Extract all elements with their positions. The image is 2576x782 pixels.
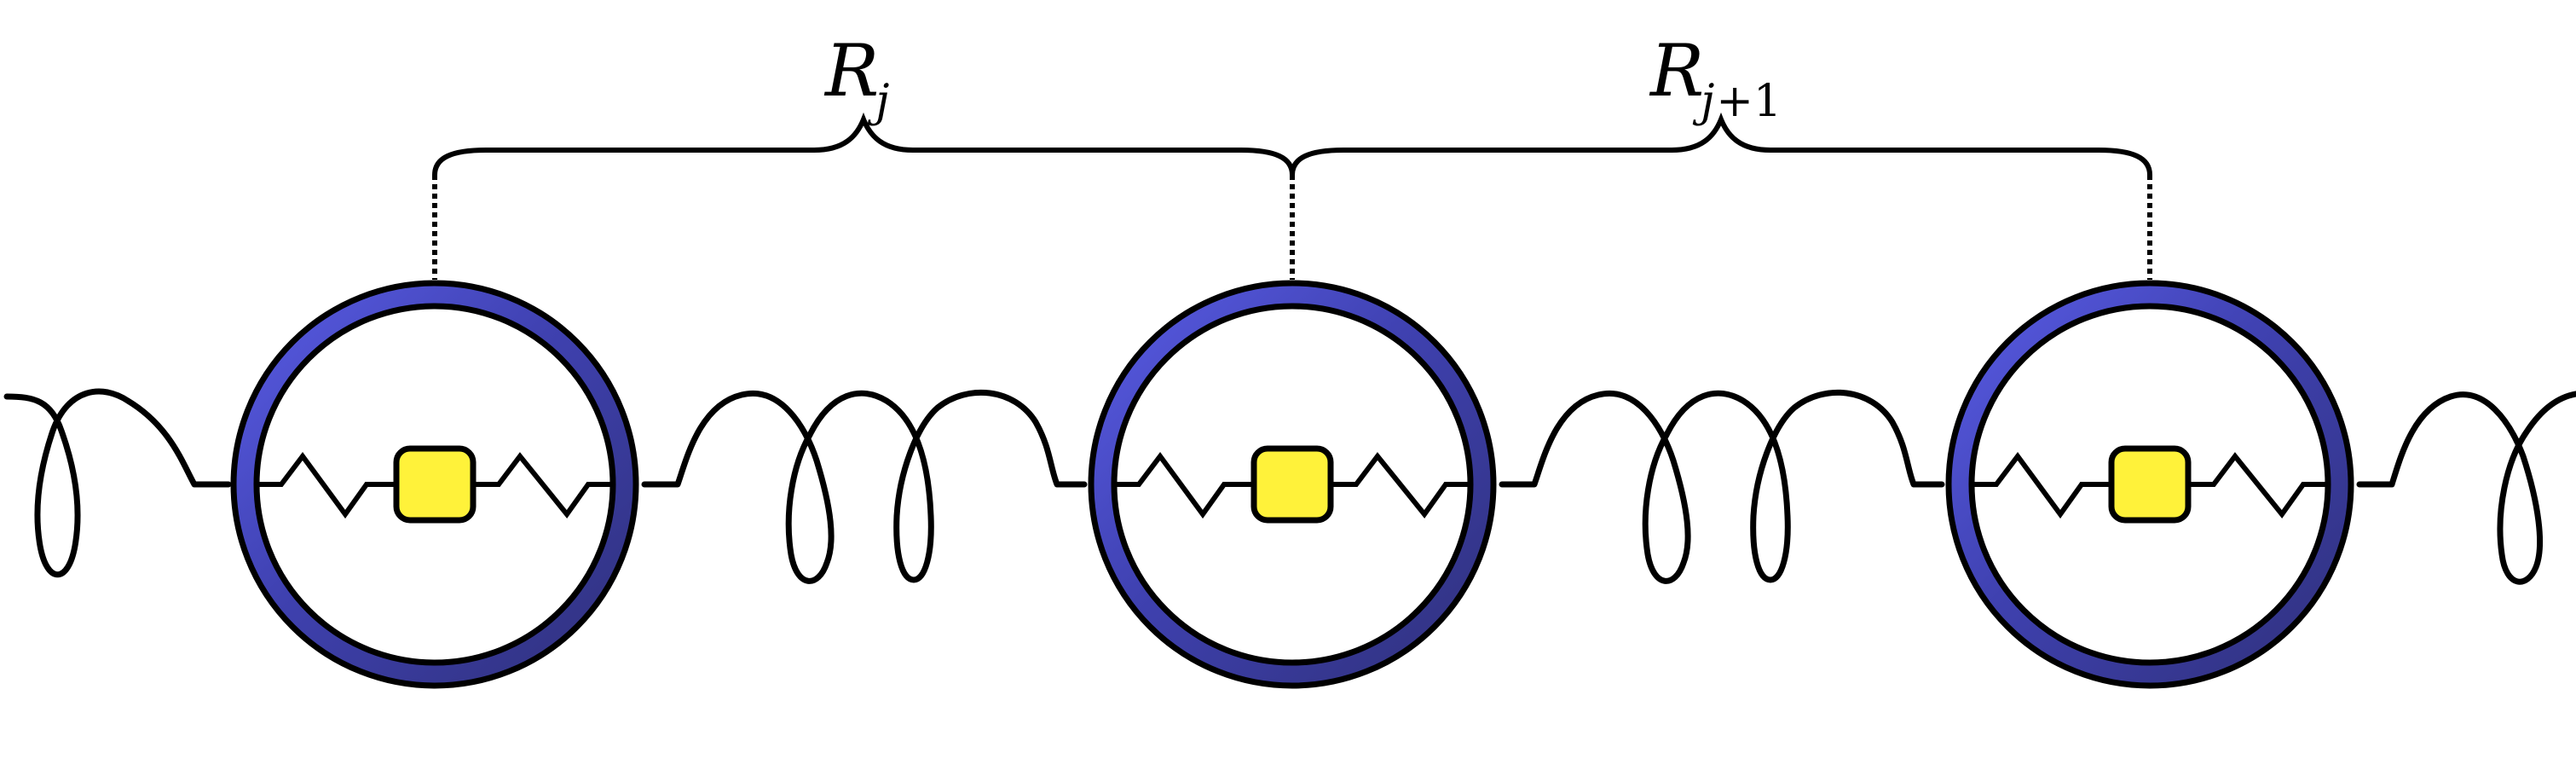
inner-zigzag-spring-2 xyxy=(1114,451,1470,519)
brace-2 xyxy=(1290,112,2152,177)
coil-spring-left-end xyxy=(3,388,232,577)
inner-zigzag-spring-3 xyxy=(1972,451,2328,519)
inner-mass-1 xyxy=(393,445,477,524)
coil-spring-1-2 xyxy=(641,389,1088,584)
coil-springs xyxy=(3,388,2576,585)
inner-mass-3 xyxy=(2108,445,2192,524)
brace-label-2: Rj+1 xyxy=(1649,29,1782,127)
inner-zigzag-spring-1 xyxy=(257,451,613,519)
coil-spring-2-3 xyxy=(1499,389,1945,584)
brace-label-1: Rj xyxy=(823,29,889,127)
brace-1 xyxy=(432,112,1295,177)
inner-mass-2 xyxy=(1250,445,1334,524)
coil-spring-right-end xyxy=(2356,391,2576,585)
